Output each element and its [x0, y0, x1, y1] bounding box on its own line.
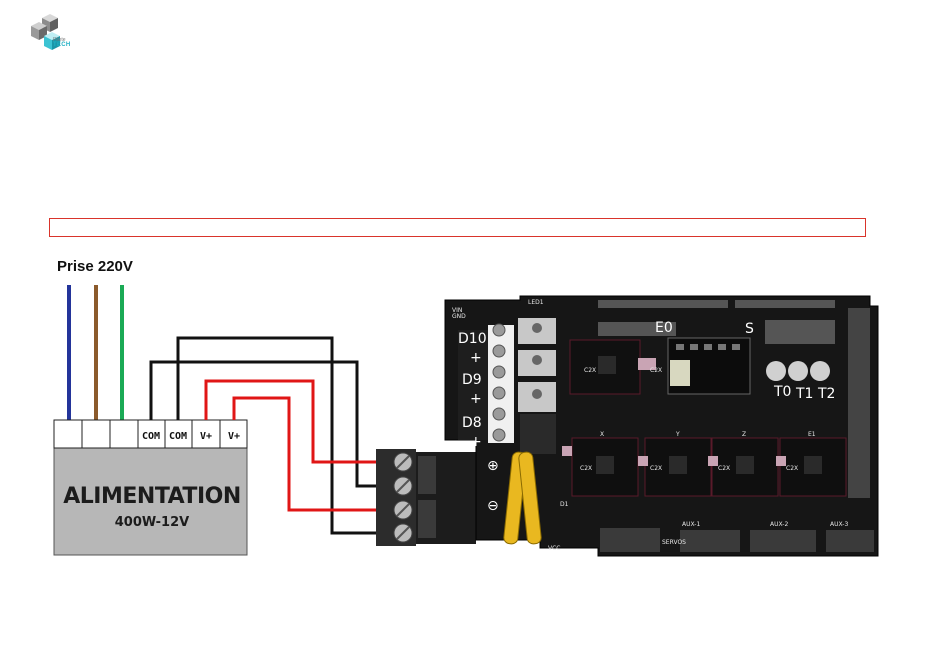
board-label-t0: T0 [773, 384, 791, 400]
board-label-x: X [600, 431, 604, 438]
board-label-t1: T1 [795, 386, 813, 402]
board-label-c2x: C2X [650, 465, 662, 472]
board-label-t2: T2 [817, 386, 835, 402]
wire-vplus2-red [234, 398, 385, 510]
psu-terminal-vplus1: V+ [200, 431, 212, 442]
board-label-c2x: C2X [584, 367, 596, 374]
board-label-plus: + [470, 350, 482, 366]
board-label-vcc: VCC [548, 545, 560, 552]
board-label-c2x: C2X [786, 465, 798, 472]
psu-subtitle: 400W-12V [115, 515, 189, 530]
board-label-d1: D1 [560, 501, 569, 508]
board-terminal-plus: ⊕ [487, 458, 499, 474]
psu-terminal-com2: COM [169, 431, 187, 442]
board-label-aux1: AUX-1 [682, 521, 700, 528]
board-label-e0: E0 [655, 320, 673, 336]
ramps-board: D10 + D9 + D8 + ⊕ ⊖ E0 S [445, 296, 878, 556]
board-label-aux2: AUX-2 [770, 521, 788, 528]
board-label-y: Y [675, 431, 680, 438]
power-supply: COM COM V+ V+ ALIMENTATION 400W-12V [54, 420, 247, 555]
board-label-c2x: C2X [650, 367, 662, 374]
board-label-servos: SERVOS [662, 539, 686, 546]
psu-terminal-row: COM COM V+ V+ [54, 420, 247, 448]
board-label-s: S [745, 321, 754, 337]
psu-terminal-vplus2: V+ [228, 431, 240, 442]
board-label-c2x: C2X [718, 465, 730, 472]
board-terminal-minus: ⊖ [487, 498, 499, 514]
board-label-d10: D10 [458, 331, 487, 347]
board-label-e1: E1 [808, 431, 816, 438]
psu-terminal-com1: COM [142, 431, 160, 442]
board-label-led1: LED1 [528, 299, 544, 306]
power-screw-terminals [376, 449, 476, 546]
board-label-aux3: AUX-3 [830, 521, 848, 528]
board-label-d8: D8 [462, 415, 482, 431]
board-label-z: Z [742, 431, 746, 438]
board-label-d9: D9 [462, 372, 482, 388]
board-label-c2x: C2X [580, 465, 592, 472]
board-label-gnd: GND [452, 313, 466, 320]
board-label-plus: + [470, 391, 482, 407]
psu-title: ALIMENTATION [63, 484, 241, 509]
board-label-plus: + [470, 434, 482, 450]
